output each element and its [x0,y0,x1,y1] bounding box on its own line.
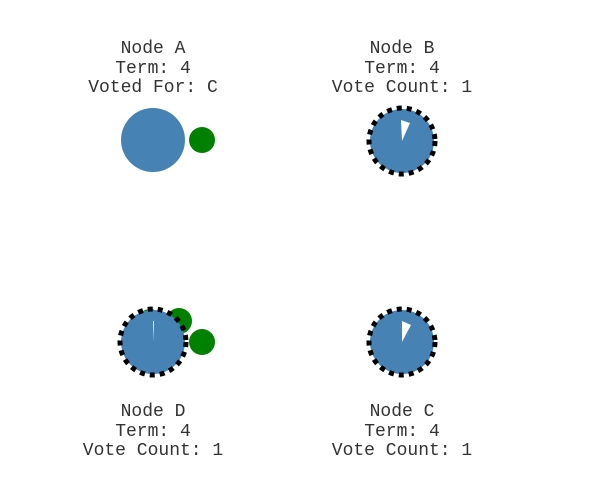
node-b-label: Node B Term: 4 Vote Count: 1 [282,39,522,99]
node-d-group [117,306,215,378]
message-d-3 [189,329,215,355]
node-a-detail: Voted For: C [88,78,218,98]
node-c-detail: Vote Count: 1 [331,441,473,461]
node-d-detail: Vote Count: 1 [82,441,224,461]
node-d-label: Node D Term: 4 Vote Count: 1 [33,402,273,462]
node-a-term: Term: 4 [115,58,191,79]
node-c-candidate-ring [366,306,438,378]
node-a-circle[interactable] [121,108,185,172]
node-a-name: Node A [120,39,186,59]
node-a-label: Node A Term: 4 Voted For: C [33,39,273,99]
node-b-detail: Vote Count: 1 [331,78,473,98]
node-a-group [121,108,215,172]
node-c-term: Term: 4 [364,421,440,442]
node-d-term: Term: 4 [115,421,191,442]
node-c-group [366,306,438,378]
node-c-label: Node C Term: 4 Vote Count: 1 [282,402,522,462]
node-d-timer-wedge [153,321,154,342]
node-b-group [366,105,438,177]
node-b-name: Node B [369,39,435,59]
node-d-candidate-ring [117,306,189,378]
node-c-name: Node C [369,402,435,422]
message-a-1 [189,127,215,153]
node-c-timer-wedge [402,321,411,342]
node-b-timer-wedge [401,120,410,141]
node-b-term: Term: 4 [364,58,440,79]
node-b-candidate-ring [366,105,438,177]
node-d-name: Node D [120,402,186,422]
